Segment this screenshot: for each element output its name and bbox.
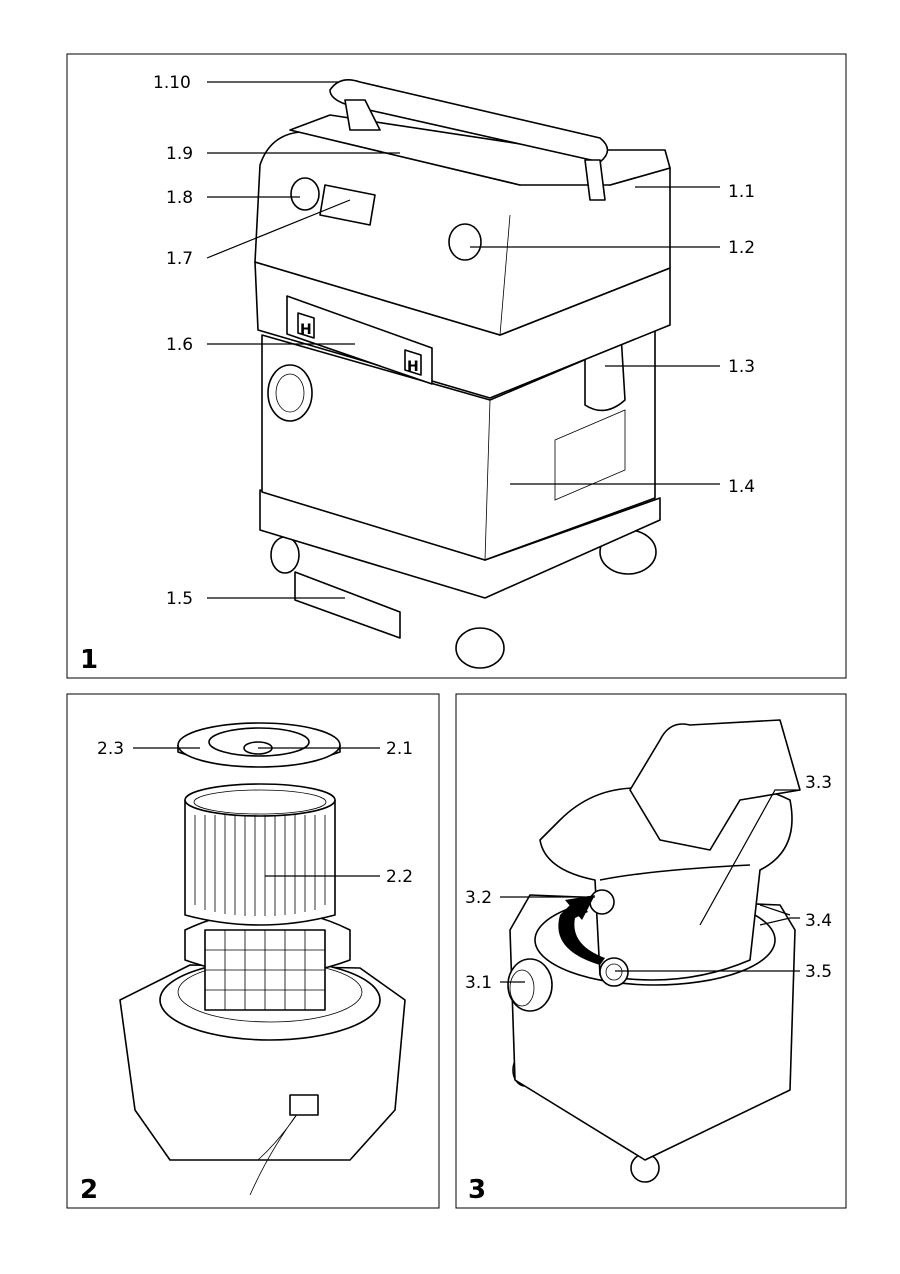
label-1-7: 1.7 xyxy=(166,249,193,269)
label-2-1: 2.1 xyxy=(386,739,413,759)
figure-3-frame xyxy=(455,693,847,1209)
figure-number-3: 3 xyxy=(468,1175,486,1205)
label-1-1: 1.1 xyxy=(728,182,755,202)
label-1-5: 1.5 xyxy=(166,589,193,609)
figure-3-panel: 3.3 3.2 3.4 3.1 3.5 3 xyxy=(455,693,847,1209)
figure-1-panel: H H 1.10 1.9 1.8 1.7 xyxy=(66,53,847,679)
filter-assembly-drawing xyxy=(119,722,406,1196)
label-3-5: 3.5 xyxy=(805,962,832,982)
label-1-3: 1.3 xyxy=(728,357,755,377)
figure-number-1: 1 xyxy=(80,645,98,675)
label-3-3: 3.3 xyxy=(805,773,832,793)
label-1-10: 1.10 xyxy=(153,73,191,93)
figure-2-panel: 2.3 2.1 2.2 2 xyxy=(66,693,440,1209)
leader-lines-figure-1 xyxy=(206,81,720,599)
label-1-6: 1.6 xyxy=(166,335,193,355)
dust-bag-insertion-drawing xyxy=(507,719,801,1183)
hazard-class-mark: H xyxy=(300,322,312,338)
label-2-2: 2.2 xyxy=(386,867,413,887)
vacuum-cleaner-drawing: H H xyxy=(254,79,671,669)
hazard-class-mark: H xyxy=(407,359,419,375)
label-3-4: 3.4 xyxy=(805,911,832,931)
figure-number-2: 2 xyxy=(80,1175,98,1205)
label-1-4: 1.4 xyxy=(728,477,755,497)
label-1-8: 1.8 xyxy=(166,188,193,208)
leader-lines-figure-3 xyxy=(500,789,800,983)
figure-2-frame xyxy=(66,693,440,1209)
label-1-9: 1.9 xyxy=(166,144,193,164)
label-3-2: 3.2 xyxy=(465,888,492,908)
figure-1-frame xyxy=(66,53,847,679)
label-1-2: 1.2 xyxy=(728,238,755,258)
label-2-3: 2.3 xyxy=(97,739,124,759)
label-3-1: 3.1 xyxy=(465,973,492,993)
leader-lines-figure-2 xyxy=(133,747,380,877)
